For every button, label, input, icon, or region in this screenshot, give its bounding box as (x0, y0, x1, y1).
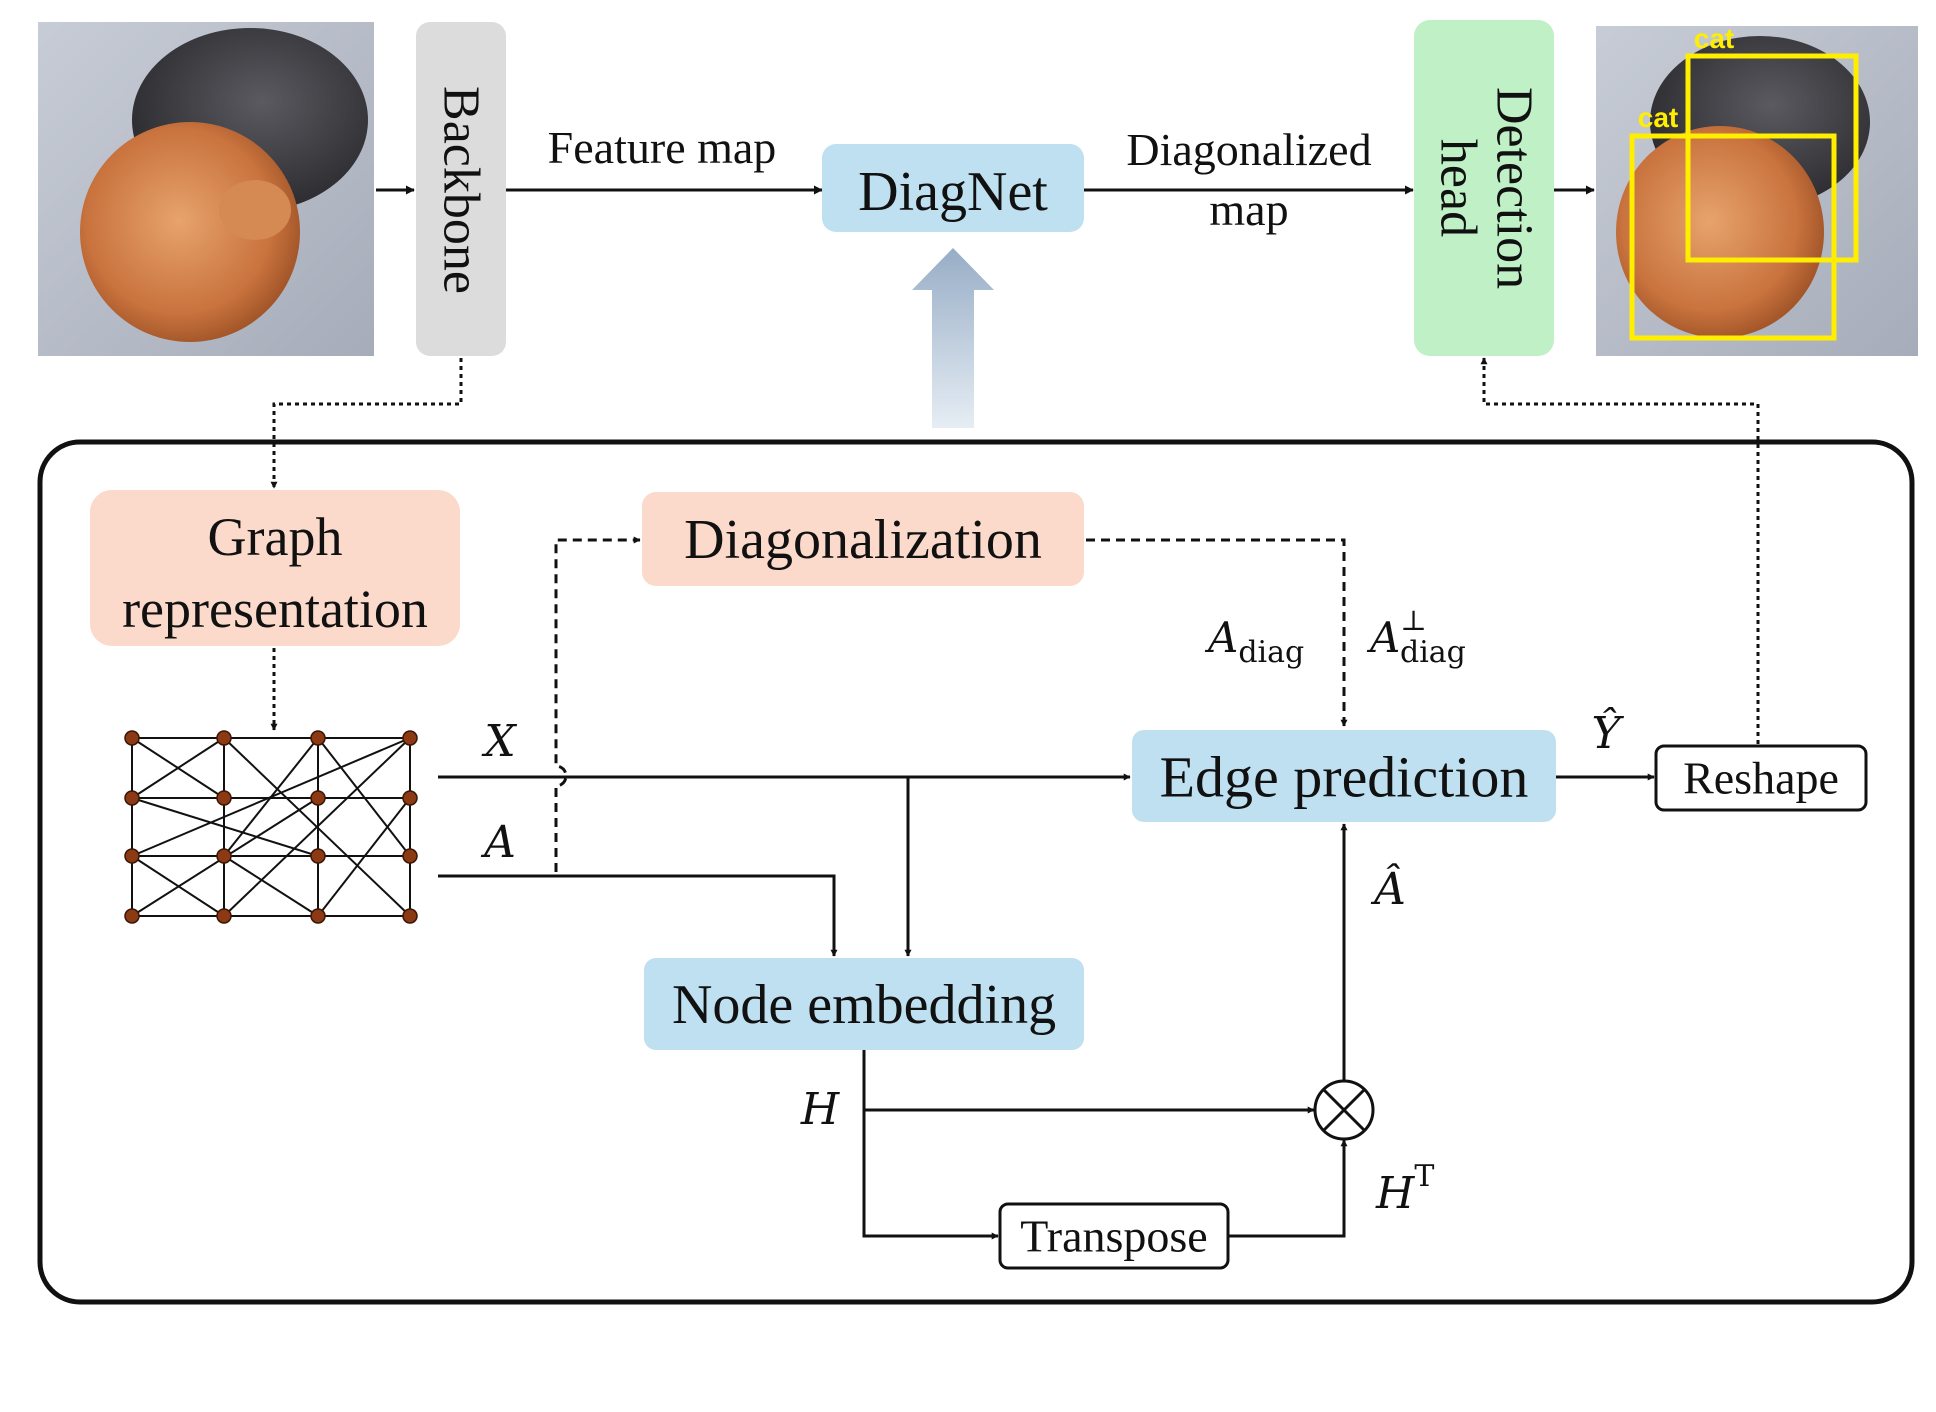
transpose-label: Transpose (1020, 1211, 1207, 1262)
graph-node (216, 790, 232, 806)
graph-representation-line1: Graph (208, 507, 343, 567)
graph-edge (223, 855, 319, 917)
reshape-label: Reshape (1683, 753, 1839, 804)
A-perp-subscript: diag (1400, 635, 1466, 670)
graph-representation-block: Graph representation (90, 490, 460, 646)
diagonalization-label: Diagonalization (684, 509, 1042, 571)
backbone-label: Backbone (433, 86, 490, 294)
bbox-orange-cat (1629, 133, 1837, 341)
input-cat-image (38, 22, 374, 356)
graph-node (310, 730, 326, 746)
diagonalization-block: Diagonalization (642, 492, 1084, 586)
arrow-H-to-product (862, 1050, 1315, 1114)
graph-node (124, 790, 140, 806)
graph-node (402, 730, 418, 746)
detection-head-line2: head (1430, 139, 1487, 237)
graph-node (216, 848, 232, 864)
graph-node (402, 908, 418, 924)
output-cat-image: cat cat (1596, 23, 1918, 356)
reshape-block: Reshape (1654, 744, 1868, 812)
node-embedding-block: Node embedding (644, 958, 1084, 1050)
edge-prediction-label: Edge prediction (1160, 745, 1529, 810)
A-symbol: A (480, 817, 516, 868)
A-hat-symbol: Â (1370, 862, 1406, 915)
H-symbol: H (800, 1084, 841, 1135)
arrow-H-to-transpose (862, 1110, 999, 1240)
graph-node (216, 730, 232, 746)
detection-head-block: Detection head (1414, 20, 1554, 356)
detection-head-line1: Detection (1486, 87, 1543, 289)
product-operator (1313, 1079, 1375, 1141)
graph-node (124, 730, 140, 746)
graph-node (216, 908, 232, 924)
diagnet-module-frame (37, 439, 1915, 1305)
detection-label-1: cat (1694, 23, 1734, 54)
graph-edge (317, 737, 411, 857)
graph-edge (131, 797, 319, 857)
graph-representation-line2: representation (122, 579, 428, 639)
node-embedding-label: Node embedding (672, 974, 1056, 1036)
diagonalized-map-line2: map (1209, 184, 1288, 235)
detection-label-2: cat (1638, 102, 1678, 133)
H-T-symbol: HT (1375, 1159, 1434, 1219)
graph-edge (223, 737, 411, 917)
A-perp-symbol: A⊥ (1366, 604, 1427, 662)
arrow-A-to-node-embedding (438, 874, 838, 957)
graph-node (124, 908, 140, 924)
diagnet-block: DiagNet (822, 144, 1084, 232)
graph-edge (317, 797, 411, 917)
bbox-gray-cat (1685, 53, 1859, 263)
dotted-reshape-to-head (1480, 357, 1760, 744)
graph-edge (131, 737, 225, 799)
arrow-transpose-to-product (1228, 1139, 1348, 1238)
X-symbol: X (481, 716, 517, 767)
edge-prediction-block: Edge prediction (1132, 730, 1556, 822)
graph-node (124, 848, 140, 864)
diagonalized-map-line1: Diagonalized (1126, 124, 1371, 175)
graph-node (402, 848, 418, 864)
graph-grid (124, 730, 418, 924)
graph-node (310, 848, 326, 864)
dotted-backbone-to-graph (270, 358, 463, 489)
backbone-block: Backbone (416, 22, 506, 356)
expand-arrow (912, 248, 994, 428)
A-diag-symbol: Adiag (1204, 613, 1304, 670)
dashed-A-to-diagonalization (554, 536, 641, 872)
graph-node (310, 790, 326, 806)
dashed-diagonalization-to-edge (1086, 538, 1348, 727)
transpose-block: Transpose (998, 1202, 1230, 1270)
diagnet-label: DiagNet (858, 161, 1048, 223)
graph-node (310, 908, 326, 924)
graph-edge (131, 737, 411, 857)
graph-edge (131, 855, 225, 917)
graph-node (402, 790, 418, 806)
Y-hat-symbol: Ŷ (1591, 706, 1624, 759)
feature-map-label: Feature map (548, 122, 777, 173)
